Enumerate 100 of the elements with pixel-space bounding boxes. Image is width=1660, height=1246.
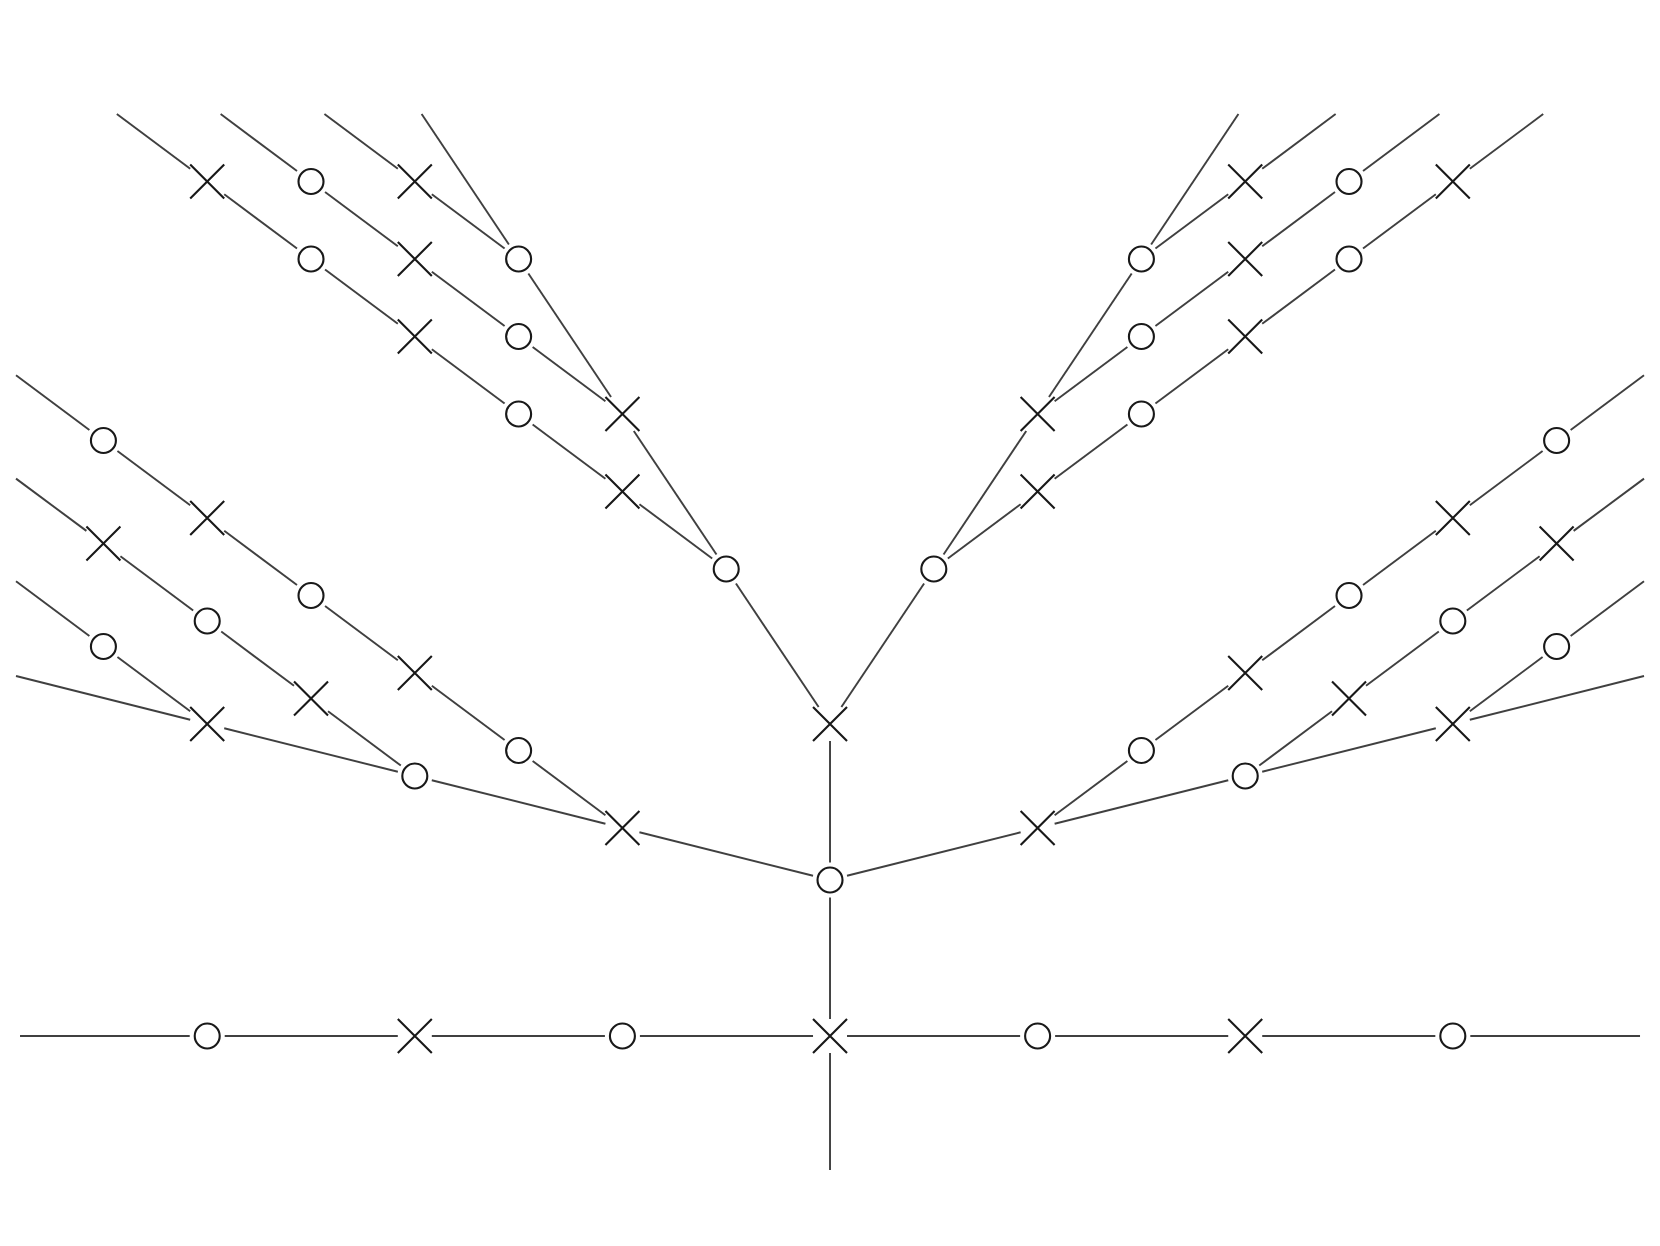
connector-line (829, 896, 831, 1020)
cross-marker (1330, 680, 1368, 717)
cross-marker (396, 654, 433, 692)
circle-marker (1543, 632, 1571, 661)
connector-line (420, 113, 510, 246)
connector-line (1572, 477, 1645, 532)
connector-line (527, 272, 612, 398)
cross-marker (189, 499, 226, 537)
cross-marker (189, 163, 226, 200)
cross-marker (1227, 240, 1264, 278)
circle-marker (816, 866, 844, 894)
connector-line (632, 430, 718, 556)
connector-line (115, 113, 192, 170)
connector-line (119, 555, 195, 612)
cross-marker (396, 240, 433, 278)
connector-line (327, 710, 402, 767)
cross-marker (811, 705, 849, 743)
circle-marker (297, 581, 325, 610)
connector-line (829, 1052, 831, 1171)
connector-line (1365, 630, 1440, 687)
cross-marker (1019, 473, 1056, 510)
connector-line (1569, 374, 1645, 431)
cross-marker (396, 318, 433, 355)
connector-line (220, 630, 295, 687)
connector-line (1261, 1035, 1437, 1037)
cross-marker (1434, 163, 1471, 200)
circle-marker (505, 400, 533, 428)
connector-line (15, 580, 91, 637)
cross-marker (604, 809, 641, 847)
cross-marker (1227, 163, 1264, 200)
connector-line (1261, 727, 1437, 773)
connector-line (638, 831, 814, 877)
connector-line (829, 740, 831, 864)
circle-marker (193, 1022, 221, 1050)
circle-marker (505, 245, 533, 273)
cross-marker (396, 1017, 433, 1055)
circle-marker (1543, 426, 1571, 455)
circle-marker (1335, 167, 1363, 196)
connector-line (942, 430, 1028, 556)
circle-marker (1335, 581, 1363, 610)
circle-marker (608, 1022, 636, 1050)
connector-line (1054, 1035, 1230, 1037)
cross-marker (811, 1017, 849, 1055)
circle-marker (1439, 1022, 1467, 1050)
connector-line (1362, 193, 1437, 250)
connector-line (735, 582, 820, 708)
connector-line (1154, 270, 1230, 327)
circle-marker (1024, 1022, 1052, 1050)
circle-marker (505, 736, 533, 765)
circle-marker (1127, 245, 1155, 273)
cross-marker (604, 395, 641, 433)
connector-line (1261, 268, 1336, 325)
connector-line (15, 477, 88, 532)
cross-marker (1227, 654, 1264, 692)
cross-marker (604, 473, 641, 510)
circle-marker (193, 607, 221, 635)
circle-marker (712, 555, 740, 583)
connector-line (638, 1035, 814, 1037)
cross-marker (1019, 809, 1056, 847)
connector-line (116, 656, 192, 713)
connector-line (430, 270, 506, 327)
circle-marker (89, 632, 117, 661)
connector-line (531, 346, 607, 403)
connector-line (1465, 555, 1541, 612)
cross-marker (292, 680, 330, 717)
connector-line (324, 268, 399, 325)
connector-line (531, 423, 607, 480)
cross-marker (1434, 705, 1471, 743)
connector-line (1053, 760, 1129, 817)
circle-marker (297, 167, 325, 196)
connector-line (1261, 113, 1337, 170)
connector-line (1362, 529, 1437, 586)
connector-line (323, 113, 399, 170)
connector-line (531, 760, 607, 817)
cross-marker (1538, 525, 1575, 562)
circle-marker (1231, 762, 1259, 790)
connector-line (1053, 779, 1230, 825)
connector-line (1261, 605, 1336, 662)
connector-line (1258, 710, 1333, 767)
circle-marker (89, 426, 117, 455)
connector-line (1468, 675, 1645, 721)
circle-marker (1439, 607, 1467, 635)
connector-line (1048, 272, 1133, 398)
connector-line (223, 529, 298, 586)
connector-line (1053, 423, 1129, 480)
circle-marker (505, 322, 533, 351)
connector-line (116, 450, 192, 507)
connector-line (846, 1035, 1022, 1037)
circle-marker (1335, 245, 1363, 273)
connector-line (1154, 348, 1230, 405)
connector-line (15, 675, 192, 721)
circle-marker (1127, 400, 1155, 428)
connector-line (638, 503, 714, 560)
circle-marker (1127, 736, 1155, 765)
connector-line (1569, 580, 1645, 637)
connector-line (223, 193, 298, 250)
connector-line (1468, 450, 1544, 507)
connector-line (430, 1035, 606, 1037)
connector-line (1261, 191, 1336, 248)
connector-line (1053, 346, 1129, 403)
